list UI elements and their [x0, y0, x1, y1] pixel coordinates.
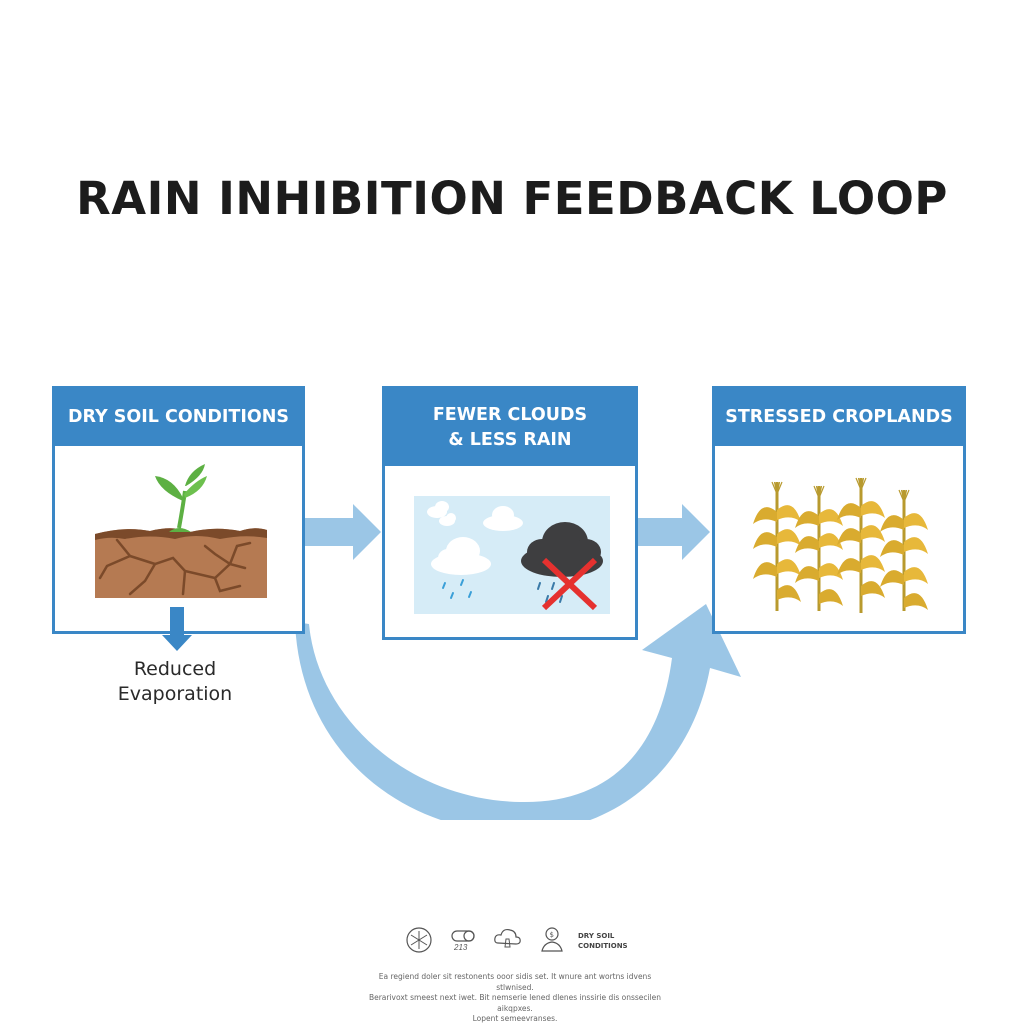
footnote: Ea regiend doler sit restonents ooor sid… [360, 972, 670, 1024]
panel-body [55, 446, 302, 631]
clouds-rain-scene-icon [414, 496, 610, 614]
legend-icon-caption: 213 [454, 943, 468, 952]
cloud-toggle-icon [451, 930, 475, 942]
panel-heading: FEWER CLOUDS & LESS RAIN [385, 389, 635, 466]
cracked-soil-sprout-icon [95, 464, 267, 598]
footnote-line-3: Lopent semeevranses. [472, 1014, 558, 1023]
panel-body [715, 446, 963, 631]
svg-text:$: $ [550, 931, 554, 939]
cross-out-icon [541, 557, 598, 611]
arrow-clouds-to-crops [636, 504, 710, 560]
evaporation-line-1: Reduced [133, 658, 217, 680]
arrow-dry-to-clouds [303, 504, 381, 560]
corn-stalk-icon [880, 489, 928, 611]
panel-body [385, 466, 635, 637]
wilting-corn-icon [753, 477, 928, 613]
arrow-down-to-evaporation [162, 607, 192, 651]
panel-heading: STRESSED CROPLANDS [715, 389, 963, 446]
corn-stalk-icon [837, 477, 885, 613]
corn-stalk-icon [795, 485, 843, 611]
footnote-line-2: Berarivoxt smeest next iwet. Bit nemseri… [368, 993, 662, 1013]
panel-fewer-clouds: FEWER CLOUDS & LESS RAIN [382, 386, 638, 640]
rain-cloud-icon [431, 537, 491, 575]
panel-heading-line-2: & LESS RAIN [448, 429, 572, 450]
sun-compass-icon [406, 927, 432, 953]
cloud-rocket-icon [494, 928, 521, 948]
reduced-evaporation-label: Reduced Evaporation [90, 657, 260, 707]
legend-text-line-2: CONDITIONS [578, 942, 628, 950]
panel-heading-text: STRESSED CROPLANDS [725, 407, 953, 427]
panel-heading: DRY SOIL CONDITIONS [55, 389, 302, 446]
legend-text: DRY SOIL CONDITIONS [578, 931, 628, 951]
panel-stressed-croplands: STRESSED CROPLANDS [712, 386, 966, 634]
page-title: RAIN INHIBITION FEEDBACK LOOP [76, 172, 948, 225]
corn-stalk-icon [753, 481, 801, 611]
feedback-loop-arrow [295, 604, 741, 820]
legend-row: 213 $ DRY SOIL CONDITIONS [400, 925, 640, 957]
panel-heading-text: DRY SOIL CONDITIONS [67, 407, 290, 427]
evaporation-line-2: Evaporation [117, 683, 233, 705]
panel-heading-line-1: FEWER CLOUDS [432, 404, 588, 425]
small-cloud-icon [427, 501, 523, 531]
money-bulb-icon: $ [541, 927, 563, 952]
footnote-line-1: Ea regiend doler sit restonents ooor sid… [378, 972, 652, 992]
legend-text-line-1: DRY SOIL [578, 932, 615, 940]
panel-dry-soil-conditions: DRY SOIL CONDITIONS [52, 386, 305, 634]
